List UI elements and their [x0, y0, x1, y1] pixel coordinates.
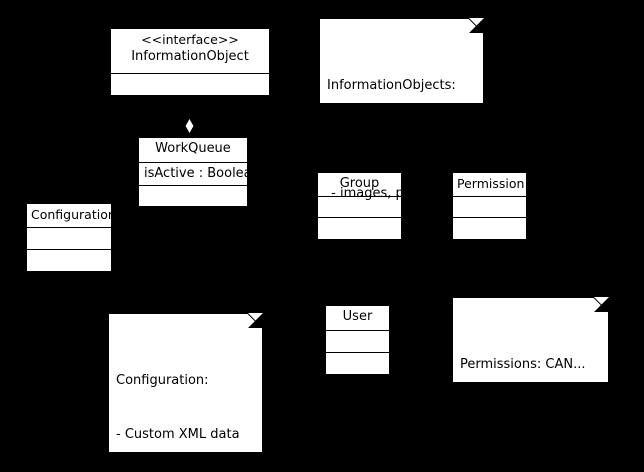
class-attributes-compartment-group [318, 196, 401, 217]
note-line: - images, pdfs, etc [327, 186, 452, 201]
class-operations-compartment-work-queue [139, 185, 247, 206]
class-name-user: User [342, 309, 373, 324]
note-line: - maps, topics, tasks [327, 132, 466, 147]
note-line: Permissions: CAN... [460, 357, 586, 372]
class-attribute-is-active: isActive : Boolean [144, 166, 247, 181]
note-line: InformationObjects: [327, 78, 456, 93]
class-attributes-compartment-work-queue: isActive : Boolean [139, 162, 247, 185]
class-box-configuration[interactable]: Configuration [26, 203, 112, 271]
class-attributes-compartment-information-object [111, 73, 269, 95]
class-box-information-object[interactable]: <<interface>> InformationObject [110, 28, 270, 95]
note-line: - Custom XML data [116, 427, 240, 442]
class-attributes-compartment-configuration [27, 227, 111, 249]
note-permissions[interactable]: Permissions: CAN... - view, add, edit, r… [452, 297, 628, 472]
class-operations-compartment-user [326, 352, 389, 374]
class-name-group: Group [339, 176, 380, 191]
class-box-work-queue[interactable]: WorkQueue isActive : Boolean [138, 137, 248, 207]
note-fold-corner-icon [248, 313, 263, 328]
class-name-compartment-configuration: Configuration [27, 204, 111, 227]
class-name-compartment-group: Group [318, 173, 401, 196]
aggregation-diamond-icon [185, 118, 194, 134]
class-operations-compartment-group [318, 217, 401, 239]
class-name-configuration: Configuration [31, 207, 111, 222]
class-name-compartment-user: User [326, 306, 389, 330]
note-information-objects[interactable]: InformationObjects: - maps, topics, task… [319, 18, 493, 309]
class-name-information-object: InformationObject [131, 49, 249, 64]
note-line: - comment, accept, reject [460, 464, 628, 472]
class-box-permission[interactable]: Permission [452, 172, 527, 239]
note-line: - comments, discussions [327, 240, 491, 255]
note-fold-corner-icon [469, 18, 484, 33]
class-stereotype-information-object: <<interface>> [141, 32, 239, 47]
class-name-permission: Permission [457, 176, 525, 191]
note-line: - view, add, edit, remove [460, 411, 623, 426]
class-attributes-compartment-permission [453, 196, 526, 217]
class-operations-compartment-permission [453, 217, 526, 239]
class-name-work-queue: WorkQueue [155, 141, 231, 156]
class-name-compartment-work-queue: WorkQueue [139, 138, 247, 162]
class-operations-compartment-configuration [27, 249, 111, 271]
class-box-user[interactable]: User [325, 305, 390, 374]
note-fold-corner-icon [594, 297, 609, 312]
class-attributes-compartment-user [326, 330, 389, 352]
class-name-compartment-permission: Permission [453, 173, 526, 196]
note-configuration[interactable]: Configuration: - Custom XML data for eac… [108, 313, 263, 453]
note-line: Configuration: [116, 373, 209, 388]
class-box-group[interactable]: Group [317, 172, 402, 239]
class-name-compartment-information-object: <<interface>> InformationObject [111, 29, 269, 73]
